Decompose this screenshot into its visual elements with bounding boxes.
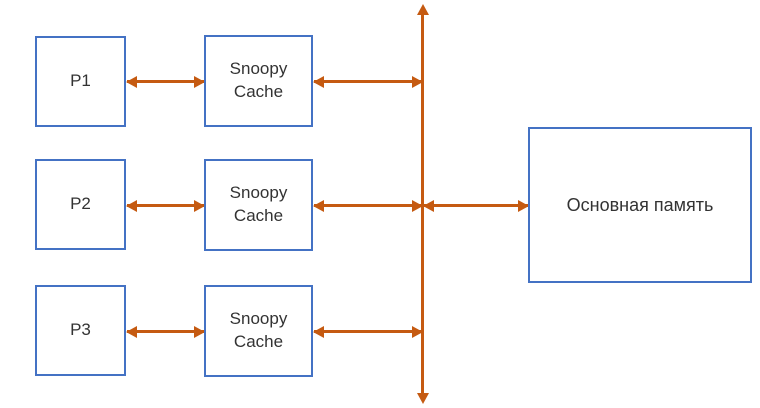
bidirectional-arrow-cache2-bus <box>313 199 423 212</box>
snoopy-cache-box-1: Snoopy Cache <box>204 35 313 127</box>
processor-box-p1: P1 <box>35 36 126 127</box>
cache-label: Snoopy Cache <box>229 59 288 101</box>
processor-label: P1 <box>70 71 91 91</box>
processor-box-p3: P3 <box>35 285 126 376</box>
cache-label: Snoopy Cache <box>229 309 288 351</box>
cache-label: Snoopy Cache <box>229 183 288 225</box>
bidirectional-arrow-p1-cache <box>126 75 205 88</box>
processor-box-p2: P2 <box>35 159 126 250</box>
bidirectional-arrow-cache1-bus <box>313 75 423 88</box>
snoopy-cache-box-3: Snoopy Cache <box>204 285 313 377</box>
main-memory-box: Основная память <box>528 127 752 283</box>
processor-label: P2 <box>70 194 91 214</box>
bidirectional-arrow-p2-cache <box>126 199 205 212</box>
bidirectional-arrow-p3-cache <box>126 325 205 338</box>
main-memory-label: Основная память <box>566 194 714 215</box>
processor-label: P3 <box>70 320 91 340</box>
bidirectional-arrow-cache3-bus <box>313 325 423 338</box>
bidirectional-arrow-bus-memory <box>423 199 529 212</box>
shared-bus-line <box>416 4 429 404</box>
snoopy-cache-box-2: Snoopy Cache <box>204 159 313 251</box>
